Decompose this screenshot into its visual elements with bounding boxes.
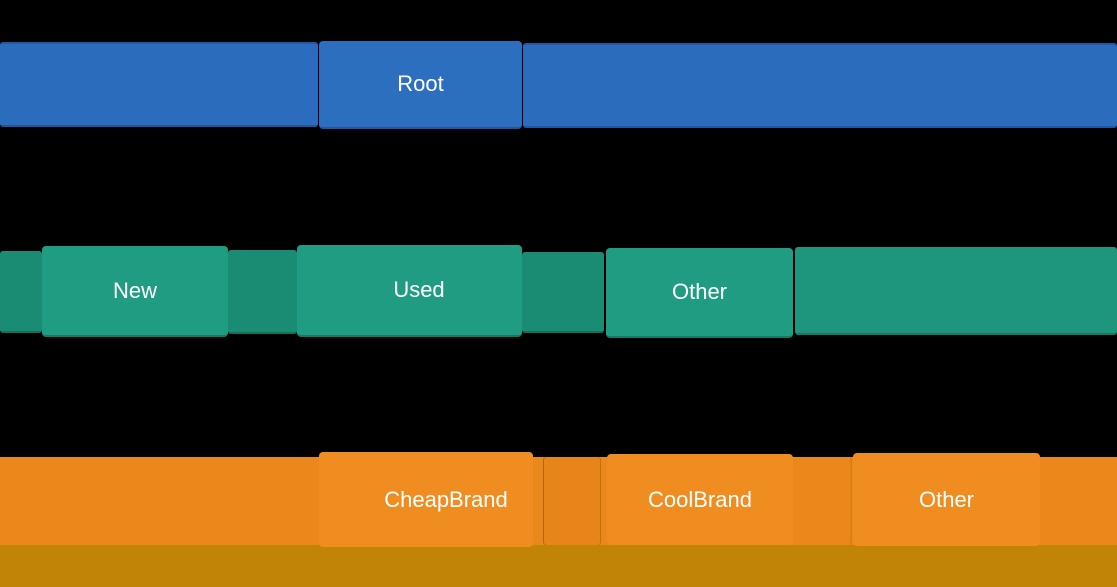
- level2-bar-right[interactable]: [795, 247, 1117, 335]
- node-used[interactable]: Used: [297, 245, 522, 337]
- node-root-label: Root: [397, 71, 444, 96]
- level3-seam: [850, 457, 852, 545]
- node-cheapbrand[interactable]: CheapBrand: [319, 452, 533, 547]
- level2-spacer-left[interactable]: [0, 251, 42, 333]
- node-coolbrand[interactable]: CoolBrand: [607, 454, 793, 545]
- node-new-label: New: [112, 277, 157, 303]
- node-new[interactable]: New: [42, 246, 228, 337]
- level3-spacer-mid[interactable]: [544, 457, 600, 545]
- node-used-label: Used: [393, 277, 445, 302]
- node-other-condition[interactable]: Other: [606, 248, 793, 338]
- node-other-brand[interactable]: Other: [853, 453, 1040, 546]
- node-other-condition-label: Other: [671, 279, 728, 304]
- level2-spacer-mid[interactable]: [228, 250, 297, 334]
- level2-spacer-right[interactable]: [522, 252, 604, 333]
- node-coolbrand-label: CoolBrand: [648, 486, 752, 512]
- level1-bar-left[interactable]: [0, 42, 318, 127]
- level4-strip[interactable]: [0, 545, 1117, 587]
- node-cheapbrand-label: CheapBrand: [384, 486, 508, 512]
- level1-bar-right[interactable]: [523, 43, 1117, 128]
- node-other-brand-label: Other: [918, 486, 975, 512]
- node-root[interactable]: Root: [319, 41, 522, 129]
